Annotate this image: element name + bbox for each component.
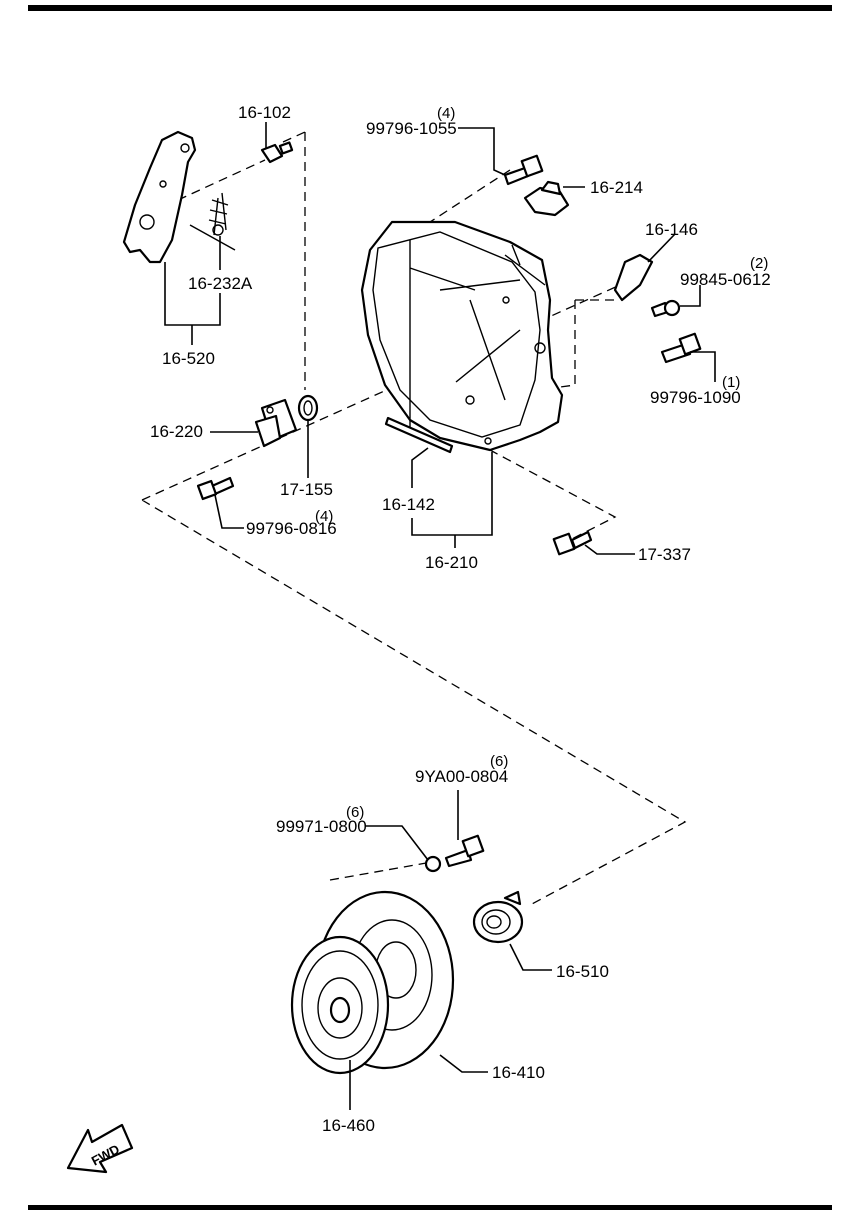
plate-16-142 — [384, 416, 454, 454]
clutch-disc-16-460 — [290, 935, 390, 1075]
label-16-142: 16-142 — [382, 495, 435, 514]
release-bearing-16-510 — [472, 890, 524, 944]
bolt-99796-1090 — [660, 332, 702, 364]
label-99796-1055: 99796-1055 — [366, 119, 457, 138]
assembly-dash-outline — [141, 131, 687, 906]
label-99796-0816: 99796-0816 — [246, 519, 337, 538]
label-9YA00-0804: 9YA00-0804 — [415, 767, 508, 786]
seal-17-155 — [297, 394, 319, 422]
qty-99971-0800: (6) — [346, 804, 364, 821]
top-border — [28, 5, 832, 11]
label-16-210: 16-210 — [425, 553, 478, 572]
bolt-99796-0816 — [196, 476, 235, 501]
label-16-102: 16-102 — [238, 103, 291, 122]
leader-lines — [164, 122, 716, 1110]
label-16-520: 16-520 — [162, 349, 215, 368]
clutch-housing-16-210 — [360, 220, 564, 452]
spring-16-232A — [189, 192, 236, 251]
qty-99845-0612: (2) — [750, 255, 768, 272]
label-17-155: 17-155 — [280, 480, 333, 499]
bolt-99845-0612 — [650, 299, 681, 318]
release-fork-16-520 — [122, 130, 197, 264]
cap-16-214 — [523, 180, 570, 217]
label-16-410: 16-410 — [492, 1063, 545, 1082]
qty-9YA00-0804: (6) — [490, 753, 508, 770]
label-17-337: 17-337 — [638, 545, 691, 564]
bolt-99796-1055 — [503, 154, 544, 186]
label-16-460: 16-460 — [322, 1116, 375, 1135]
qty-99796-0816: (4) — [315, 508, 333, 525]
label-16-146: 16-146 — [645, 220, 698, 239]
label-99796-1090: 99796-1090 — [650, 388, 741, 407]
bolt-9YA00-0804 — [444, 834, 485, 868]
label-16-220: 16-220 — [150, 422, 203, 441]
label-99845-0612: 99845-0612 — [680, 270, 771, 289]
qty-99796-1055: (4) — [437, 105, 455, 122]
bottom-border — [28, 1205, 832, 1210]
bolt-17-337 — [552, 530, 593, 556]
fwd-arrow-icon: FWD — [66, 1123, 134, 1174]
qty-99796-1090: (1) — [722, 374, 740, 391]
bracket-16-146 — [613, 253, 654, 302]
label-16-510: 16-510 — [556, 962, 609, 981]
washer-99971-0800 — [424, 855, 442, 873]
label-16-214: 16-214 — [590, 178, 643, 197]
label-99971-0800: 99971-0800 — [276, 817, 367, 836]
label-16-232A: 16-232A — [188, 274, 253, 293]
guide-tube-16-220 — [254, 398, 298, 448]
pivot-bolt-16-102 — [260, 141, 294, 164]
